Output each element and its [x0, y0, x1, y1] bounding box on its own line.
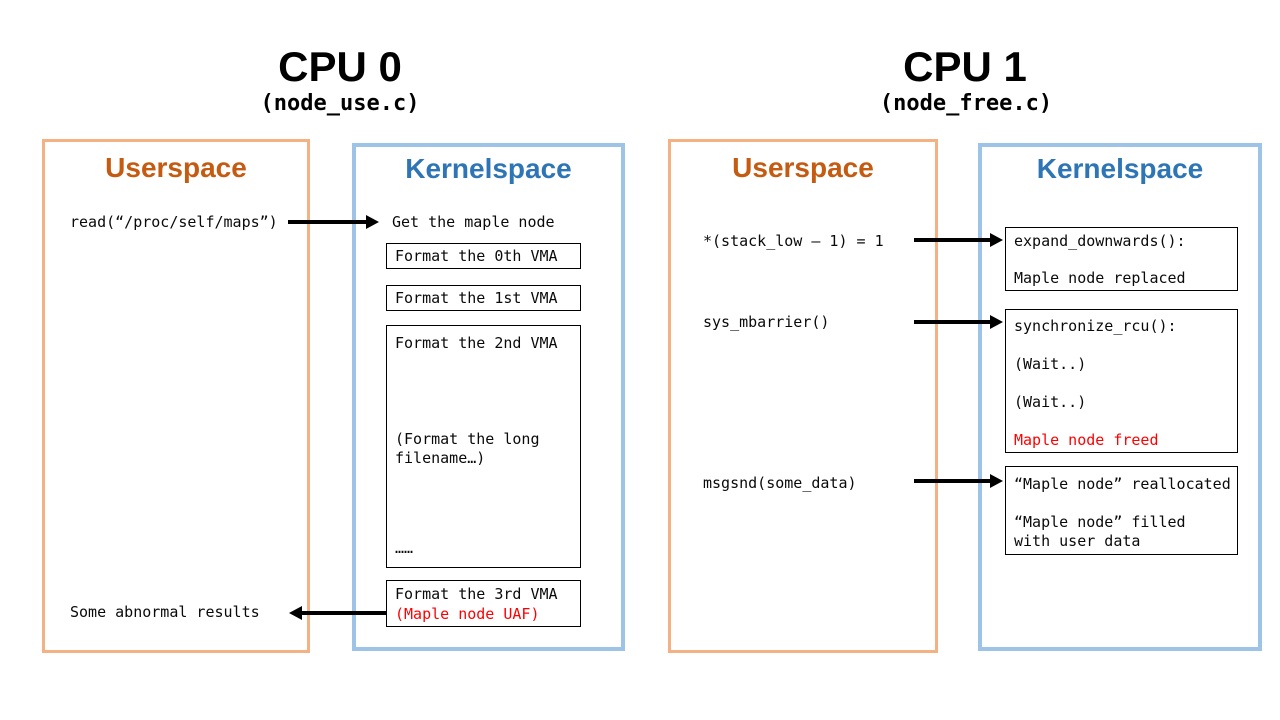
cpu1-userspace-title: Userspace [732, 152, 874, 183]
cpu0-userspace-box: Userspace [42, 139, 310, 653]
arrow-mbarrier-to-syncrcu [914, 320, 990, 324]
cpu1-expand-downwards-box: expand_downwards(): Maple node replaced [1005, 227, 1238, 291]
expand-downwards-label: expand_downwards(): [1014, 232, 1186, 250]
cpu1-msgsnd-call: msgsnd(some_data) [703, 474, 857, 492]
cpu0-abnormal-results: Some abnormal results [70, 603, 260, 621]
cpu1-userspace-box: Userspace [668, 139, 938, 653]
cpu0-subtitle: (node_use.c) [260, 91, 420, 116]
cpu0-read-call: read(“/proc/self/maps”) [70, 213, 278, 231]
cpu1-subtitle: (node_free.c) [879, 91, 1053, 116]
arrow-uaf-to-abnormal [302, 611, 386, 615]
cpu1-title: CPU 1 [903, 43, 1027, 90]
cpu0-userspace-title: Userspace [105, 152, 247, 183]
cpu0-vma1-label: Format the 1st VMA [395, 289, 558, 307]
cpu1-kernelspace-title: Kernelspace [1036, 153, 1204, 184]
arrow-read-to-kernel [288, 220, 366, 224]
cpu0-vma1-box: Format the 1st VMA [386, 285, 581, 311]
cpu1-synchronize-rcu-box: synchronize_rcu(): (Wait..) (Wait..) Map… [1005, 309, 1238, 453]
maple-node-replaced-label: Maple node replaced [1014, 269, 1186, 287]
cpu0-vma3-label: Format the 3rd VMA [395, 585, 558, 603]
cpu0-get-maple-node: Get the maple node [392, 213, 555, 231]
cpu0-title: CPU 0 [278, 43, 402, 90]
cpu1-reallocated-box: “Maple node” reallocated “Maple node” fi… [1005, 466, 1238, 555]
cpu0-vma2-ellipsis: …… [395, 539, 414, 557]
arrow-stackwrite-to-expand [914, 238, 990, 242]
cpu0-vma2-label: Format the 2nd VMA [395, 334, 558, 352]
cpu0-vma2-long-filename: (Format the long filename…) [395, 430, 540, 467]
cpu0-vma3-uaf-label: (Maple node UAF) [395, 605, 540, 623]
wait-label-2: (Wait..) [1014, 393, 1087, 411]
cpu1-stack-write: *(stack_low – 1) = 1 [703, 232, 884, 250]
cpu0-vma0-label: Format the 0th VMA [395, 247, 558, 265]
cpu0-kernelspace-title: Kernelspace [405, 153, 572, 184]
cpu1-mbarrier-call: sys_mbarrier() [703, 313, 830, 331]
cpu0-vma3-box: Format the 3rd VMA (Maple node UAF) [386, 580, 581, 627]
maple-node-reallocated-label: “Maple node” reallocated [1014, 475, 1231, 493]
cpu0-vma2-box: Format the 2nd VMA (Format the long file… [386, 325, 581, 568]
wait-label-1: (Wait..) [1014, 355, 1087, 373]
arrow-msgsnd-to-realloc [914, 479, 990, 483]
cpu0-vma0-box: Format the 0th VMA [386, 243, 581, 269]
synchronize-rcu-label: synchronize_rcu(): [1014, 317, 1177, 335]
maple-node-freed-label: Maple node freed [1014, 431, 1159, 449]
maple-node-filled-label: “Maple node” filled with user data [1014, 513, 1186, 550]
